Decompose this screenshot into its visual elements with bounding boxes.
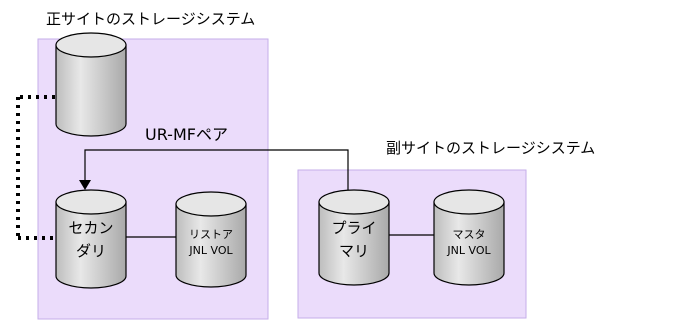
master-jnl-volume-cylinder: マスタ JNL VOL xyxy=(433,189,505,286)
primary-volume-cylinder: プライ マリ xyxy=(318,189,390,286)
secondary-volume-label-line2: ダリ xyxy=(76,242,106,260)
secondary-volume-cylinder: セカン ダリ xyxy=(55,189,127,289)
secondary-volume-label-line1: セカン xyxy=(68,219,113,237)
ur-mf-pair-arrowhead xyxy=(79,180,91,190)
top-volume-cylinder xyxy=(55,32,127,137)
restore-jnl-label-line2: JNL VOL xyxy=(188,244,233,257)
restore-jnl-volume-cylinder: リストア JNL VOL xyxy=(175,191,247,288)
secondary-site-title: 副サイトのストレージシステム xyxy=(386,139,595,157)
primary-volume-label-line2: マリ xyxy=(339,242,369,260)
master-jnl-label-line2: JNL VOL xyxy=(446,244,491,257)
master-jnl-label-line1: マスタ xyxy=(453,228,486,241)
primary-site-title: 正サイトのストレージシステム xyxy=(46,10,255,28)
restore-jnl-label-line1: リストア xyxy=(189,228,233,241)
ur-mf-pair-connector xyxy=(84,149,349,200)
dotted-connector xyxy=(16,95,55,240)
primary-volume-label-line1: プライ xyxy=(331,219,376,237)
ur-mf-pair-label: UR-MFペア xyxy=(145,125,228,144)
